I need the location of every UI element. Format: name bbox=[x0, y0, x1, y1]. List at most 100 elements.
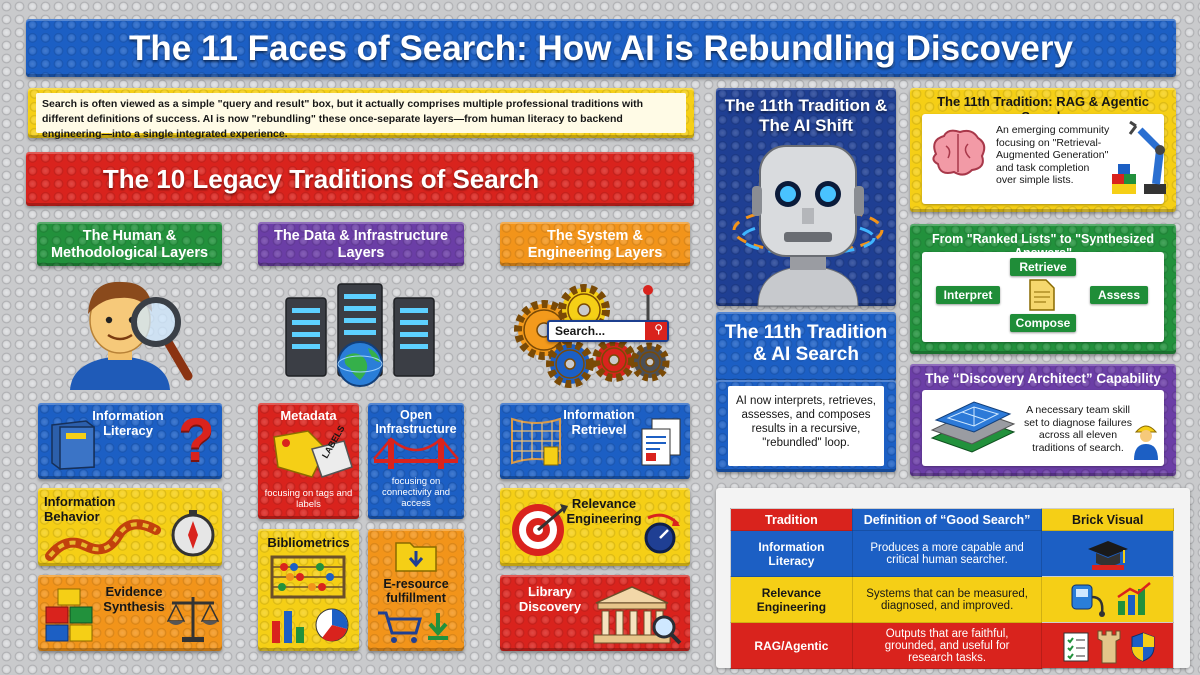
magnifier-person-icon bbox=[70, 281, 193, 390]
document-icon bbox=[1029, 279, 1055, 311]
eresource-brick: E-resource fulfillment bbox=[368, 529, 464, 651]
system-layer-header: The System & Engineering Layers bbox=[500, 222, 690, 266]
table-cell-definition: Systems that can be measured, diagnosed,… bbox=[851, 576, 1043, 623]
comparison-table: Tradition Definition of “Good Search” Br… bbox=[730, 508, 1174, 669]
title-banner: The 11 Faces of Search: How AI is Rebund… bbox=[26, 19, 1176, 77]
question-icon: ? bbox=[178, 406, 215, 473]
table-cell-visual bbox=[1041, 576, 1174, 623]
table-header-row: Tradition Definition of “Good Search” Br… bbox=[730, 508, 1174, 531]
chart-icon bbox=[272, 608, 349, 643]
table-cell-visual bbox=[1041, 530, 1174, 577]
synth-step-assess: Assess bbox=[1090, 286, 1148, 304]
dial-icon bbox=[644, 513, 680, 554]
abacus-icon bbox=[270, 555, 346, 599]
bibliometrics-label: Bibliometrics bbox=[267, 535, 350, 550]
page-title: The 11 Faces of Search: How AI is Rebund… bbox=[129, 29, 1073, 68]
search-bar-illustration: Search... ⚲ bbox=[547, 320, 669, 342]
open-infrastructure-caption: focusing on connectivity and access bbox=[381, 476, 451, 509]
table-cell-tradition: RAG/Agentic bbox=[730, 622, 853, 669]
growth-chart-icon bbox=[1117, 582, 1152, 615]
evidence-synthesis-label: Evidence Synthesis bbox=[103, 584, 165, 614]
table-header-tradition: Tradition bbox=[730, 508, 853, 531]
relevance-engineering-label: Relevance Engineering bbox=[566, 496, 642, 526]
table-cell-definition: Outputs that are faithful, grounded, and… bbox=[851, 622, 1043, 669]
search-bar-text: Search... bbox=[555, 324, 606, 338]
information-retrieval-label: Information Retrievel bbox=[563, 407, 635, 437]
table-row: RAG/Agentic Outputs that are faithful, g… bbox=[730, 622, 1174, 669]
legacy-heading: The 10 Legacy Traditions of Search bbox=[102, 164, 540, 194]
documents-icon bbox=[641, 418, 681, 466]
relevance-engineering-brick: Relevance Engineering bbox=[500, 488, 690, 566]
server-globe-icon bbox=[285, 283, 435, 387]
architect-header: The “Discovery Architect” Capability bbox=[925, 371, 1161, 386]
robot-icon bbox=[732, 145, 884, 307]
information-behavior-brick: Information Behavior bbox=[38, 488, 222, 566]
rag-brick: The 11th Tradition: RAG & Agentic Search… bbox=[910, 88, 1176, 212]
brain-icon bbox=[932, 129, 986, 176]
shield-icon bbox=[1131, 632, 1155, 662]
data-layer-header: The Data & Infrastructure Layers bbox=[258, 222, 464, 266]
ai-description-brick: AI now interprets, retrieves, assesses, … bbox=[716, 380, 896, 472]
tag-icon bbox=[273, 430, 353, 478]
intro-text: Search is often viewed as a simple "quer… bbox=[42, 98, 644, 140]
book-icon bbox=[51, 420, 95, 470]
checklist-icon bbox=[1063, 632, 1089, 662]
synth-step-compose: Compose bbox=[1010, 314, 1076, 332]
table-cell-tradition: Information Literacy bbox=[730, 530, 853, 577]
eresource-label: E-resource fulfillment bbox=[383, 577, 449, 606]
search-icon: ⚲ bbox=[654, 322, 663, 336]
intro-brick: Search is often viewed as a simple "quer… bbox=[28, 88, 694, 140]
graduation-cap-icon bbox=[1088, 541, 1129, 570]
system-layer-title: The System & Engineering Layers bbox=[527, 228, 663, 261]
bibliometrics-brick: Bibliometrics bbox=[258, 529, 359, 651]
ai-shift-header: The 11th Tradition & The AI Shift bbox=[724, 96, 888, 135]
information-behavior-label: Information Behavior bbox=[44, 494, 116, 524]
gauge-icon bbox=[1071, 584, 1106, 617]
information-retrieval-brick: Information Retrievel bbox=[500, 403, 690, 479]
stacked-bricks-icon bbox=[45, 588, 93, 642]
table-header-visual: Brick Visual bbox=[1041, 508, 1174, 531]
table-cell-tradition: Relevance Engineering bbox=[730, 576, 853, 623]
scales-icon bbox=[166, 597, 220, 642]
evidence-synthesis-brick: Evidence Synthesis bbox=[38, 575, 222, 651]
open-infrastructure-label: Open Infrastructure bbox=[375, 408, 457, 437]
worker-icon bbox=[1134, 425, 1158, 460]
synth-step-interpret: Interpret bbox=[936, 286, 1000, 304]
ai-search-label: The 11th Tradition & AI Search bbox=[724, 322, 888, 365]
data-layer-title: The Data & Infrastructure Layers bbox=[273, 228, 449, 261]
open-infrastructure-brick: Open Infrastructure focusing on connecti… bbox=[368, 403, 464, 519]
synth-brick: From "Ranked Lists" to "Synthesized Answ… bbox=[910, 224, 1176, 354]
net-icon bbox=[511, 417, 561, 466]
synth-step-retrieve: Retrieve bbox=[1010, 258, 1076, 276]
library-discovery-brick: Library Discovery bbox=[500, 575, 690, 651]
ai-search-brick: The 11th Tradition & AI Search bbox=[716, 312, 896, 382]
table-row: Information Literacy Produces a more cap… bbox=[730, 530, 1174, 577]
tower-icon bbox=[1097, 630, 1121, 664]
human-layer-header: The Human & Methodological Layers bbox=[37, 222, 222, 266]
architect-brick: The “Discovery Architect” Capability A n… bbox=[910, 364, 1176, 476]
information-literacy-label: Information Literacy bbox=[92, 408, 164, 438]
table-cell-definition: Produces a more capable and critical hum… bbox=[851, 530, 1043, 577]
folder-download-icon bbox=[395, 542, 437, 572]
metadata-brick: Metadata LABELS focusing on tags and lab… bbox=[258, 403, 359, 519]
legacy-heading-banner: The 10 Legacy Traditions of Search bbox=[26, 152, 694, 206]
rag-text: An emerging community focusing on "Retri… bbox=[996, 124, 1110, 186]
human-layer-title: The Human & Methodological Layers bbox=[50, 228, 209, 261]
bridge-icon bbox=[373, 437, 459, 469]
table-header-definition: Definition of “Good Search” bbox=[851, 508, 1043, 531]
metadata-caption: focusing on tags and labels bbox=[264, 488, 353, 510]
blueprint-icon bbox=[930, 401, 1016, 453]
cart-icon bbox=[378, 611, 448, 643]
table-row: Relevance Engineering Systems that can b… bbox=[730, 576, 1174, 623]
library-building-icon bbox=[593, 586, 682, 645]
ai-description: AI now interprets, retrieves, assesses, … bbox=[736, 395, 876, 449]
winding-path-icon bbox=[45, 519, 161, 561]
architect-text: A necessary team skill set to diagnose f… bbox=[1024, 404, 1132, 454]
table-cell-visual bbox=[1041, 622, 1174, 669]
metadata-label: Metadata bbox=[280, 408, 337, 423]
robot-arm-icon bbox=[1112, 120, 1166, 194]
library-discovery-label: Library Discovery bbox=[518, 584, 582, 614]
information-literacy-brick: Information Literacy ? bbox=[38, 403, 222, 479]
compass-icon bbox=[171, 510, 215, 557]
target-icon bbox=[512, 504, 568, 556]
